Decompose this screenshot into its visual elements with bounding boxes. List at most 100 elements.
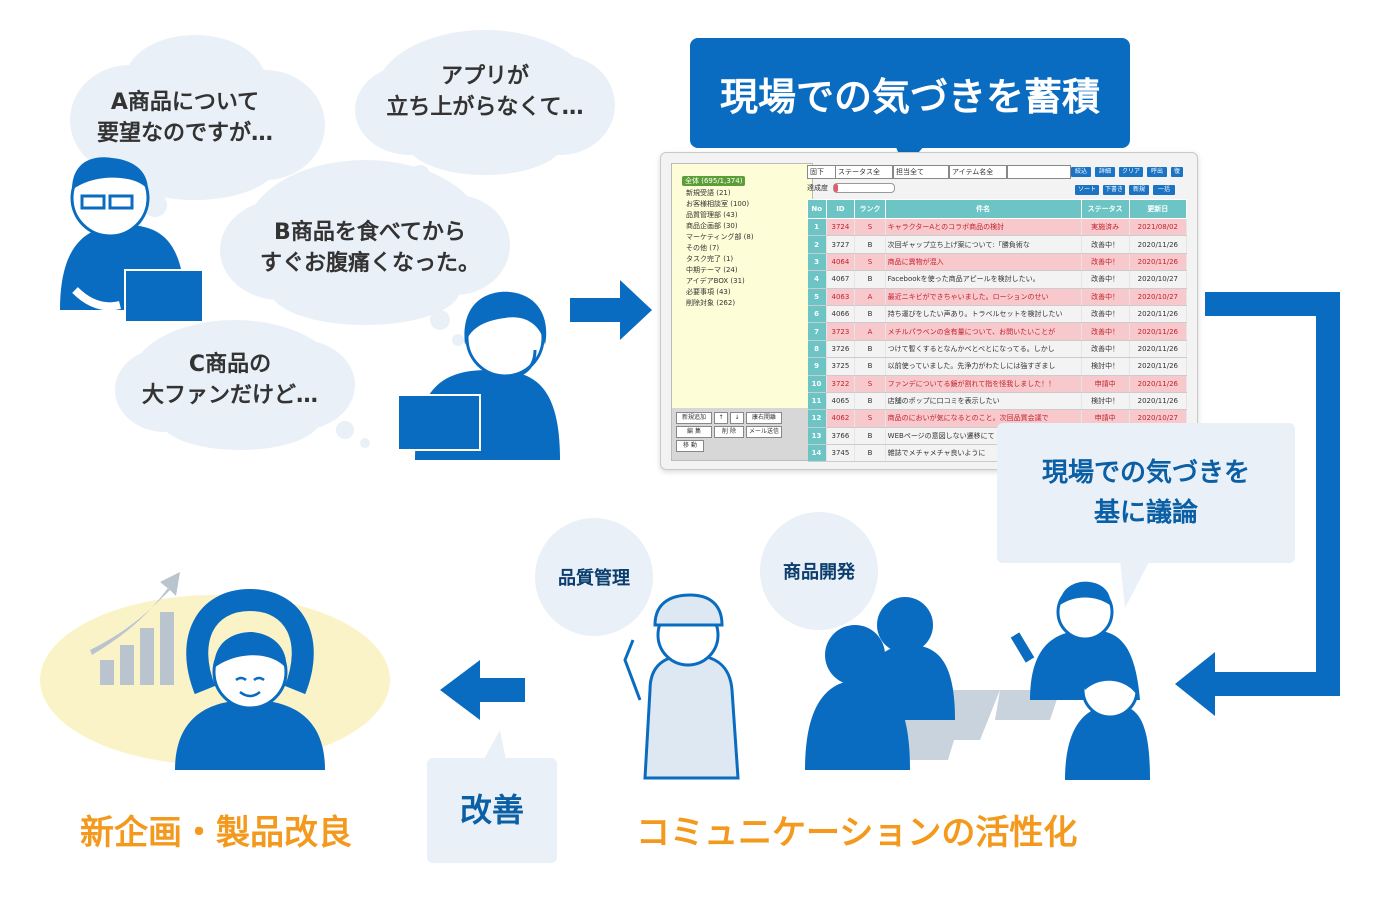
- move-button[interactable]: 移 動: [676, 440, 704, 452]
- new-button[interactable]: 新規: [1129, 185, 1149, 195]
- clear-button[interactable]: クリア: [1119, 167, 1143, 177]
- column-header[interactable]: ID: [825, 199, 856, 219]
- draft-button[interactable]: 下書き: [1103, 185, 1125, 195]
- cell-name: 店舗のポップに口コミを表示したい: [885, 392, 1082, 411]
- cell-name: Facebookを使った商品アピールを検討したい。: [885, 270, 1082, 289]
- cell-rank: A: [854, 288, 886, 306]
- tree-item[interactable]: 品質管理部 (43): [686, 211, 738, 219]
- cell-rank: S: [854, 253, 886, 272]
- cell-status: 申請中: [1081, 375, 1130, 393]
- cell-status: 改善中！: [1081, 305, 1130, 324]
- arrow-loop-icon: [1175, 292, 1340, 716]
- operator-woman-figure: [397, 291, 560, 460]
- cell-no: 10: [807, 375, 827, 393]
- bubble-a-text: A商品について 要望なのですが…: [96, 90, 273, 146]
- recall-button[interactable]: 呼出: [1147, 167, 1167, 177]
- cell-rank: B: [854, 270, 886, 289]
- quality-worker-figure: [623, 593, 740, 780]
- tree-item[interactable]: 削除対象 (262): [686, 299, 736, 307]
- tree-item[interactable]: お客様相談室 (100): [686, 200, 750, 208]
- mail-button[interactable]: メール送信: [746, 426, 782, 438]
- column-header[interactable]: No: [807, 199, 827, 219]
- communication-label: コミュニケーションの活性化: [636, 813, 1078, 853]
- improve-box: 改善: [427, 758, 557, 863]
- add-button[interactable]: 新規追加: [676, 412, 712, 424]
- cell-date: 2021/08/02: [1129, 218, 1188, 237]
- edit-button[interactable]: 編 集: [676, 426, 712, 438]
- column-header[interactable]: ステータス: [1080, 199, 1130, 219]
- cell-rank: S: [854, 409, 886, 428]
- tree-item[interactable]: 必要事項 (43): [686, 288, 731, 296]
- tree-item[interactable]: 商品企画部 (30): [686, 222, 738, 230]
- cell-id: 4067: [826, 270, 856, 289]
- cell-no: 3: [807, 253, 827, 272]
- cell-no: 8: [807, 340, 827, 359]
- sort-select[interactable]: 固下: [807, 165, 837, 179]
- thought-clouds: [70, 30, 615, 450]
- cell-rank: B: [854, 444, 886, 463]
- bulk-button[interactable]: 一括: [1153, 185, 1175, 195]
- category-tree: 全体 (695/1,374) 新規受語 (21) お客様相談室 (100) 品質管理…: [671, 163, 813, 461]
- cell-name: キャラクターAとのコラボ商品の検討: [885, 218, 1082, 237]
- cell-status: 検討中！: [1081, 392, 1130, 411]
- cell-status: 改善中！: [1081, 235, 1130, 254]
- cell-name: 最近ニキビができちゃいました。ローションのせい: [885, 288, 1082, 306]
- cell-rank: B: [854, 357, 886, 376]
- assignee-select[interactable]: 担当全て: [893, 165, 949, 179]
- tree-item[interactable]: マーケティング部 (8): [686, 233, 754, 241]
- cell-id: 3723: [826, 322, 856, 341]
- status-select[interactable]: ステータス全: [835, 165, 893, 179]
- filter-button[interactable]: 絞込: [1071, 167, 1091, 177]
- tree-item[interactable]: アイデアBOX (31): [686, 277, 745, 285]
- discussion-box: 現場での気づきを 基に議論: [997, 423, 1295, 563]
- keyword-input[interactable]: [1007, 165, 1071, 179]
- down-button[interactable]: ↓: [730, 412, 744, 424]
- restore-button[interactable]: 復: [1171, 167, 1183, 177]
- cell-id: 3745: [826, 444, 856, 463]
- tree-item[interactable]: 中期テーマ (24): [686, 266, 738, 274]
- flow-arrows: [440, 280, 1340, 720]
- delete-button[interactable]: 削 除: [714, 426, 744, 438]
- cell-id: 4066: [826, 305, 856, 324]
- cell-id: 3727: [826, 235, 856, 254]
- cell-no: 2: [807, 235, 827, 254]
- cell-id: 4063: [826, 288, 856, 306]
- cell-name: 以前使っていました。先浄力がわたしには強すぎまし: [885, 357, 1082, 376]
- tree-item[interactable]: その他 (7): [686, 244, 720, 252]
- tree-item[interactable]: 新規受語 (21): [686, 189, 731, 197]
- cell-status: 改善中！: [1081, 340, 1130, 359]
- item-select[interactable]: アイテム名全: [949, 165, 1007, 179]
- cell-status: 改善中！: [1081, 270, 1130, 289]
- product-dept-label: 商品開発: [760, 512, 878, 630]
- app-toolbar: 固下 ステータス全 担当全て アイテム名全 絞込 詳細 クリア 呼出 復 達成度…: [807, 163, 1193, 199]
- arrow-right-icon: [570, 280, 652, 340]
- cell-id: 3725: [826, 357, 856, 376]
- tree-root[interactable]: 全体 (695/1,374): [682, 176, 746, 186]
- move-right-button[interactable]: 康右開離: [746, 412, 782, 424]
- detail-button[interactable]: 詳細: [1095, 167, 1115, 177]
- cell-date: 2020/11/26: [1129, 392, 1188, 411]
- cell-id: 4065: [826, 392, 856, 411]
- up-button[interactable]: ↑: [714, 412, 728, 424]
- growth-bars-icon: [90, 572, 180, 685]
- column-header[interactable]: 件名: [884, 199, 1082, 219]
- column-header[interactable]: 更新日: [1128, 199, 1188, 219]
- sort-button[interactable]: ソート: [1075, 185, 1099, 195]
- tree-item[interactable]: タスク完了 (1): [686, 255, 734, 263]
- cell-date: 2020/11/26: [1129, 322, 1188, 341]
- column-header[interactable]: ランク: [854, 199, 886, 219]
- cell-status: 改善中！: [1081, 322, 1130, 341]
- cell-date: 2020/11/26: [1129, 253, 1188, 272]
